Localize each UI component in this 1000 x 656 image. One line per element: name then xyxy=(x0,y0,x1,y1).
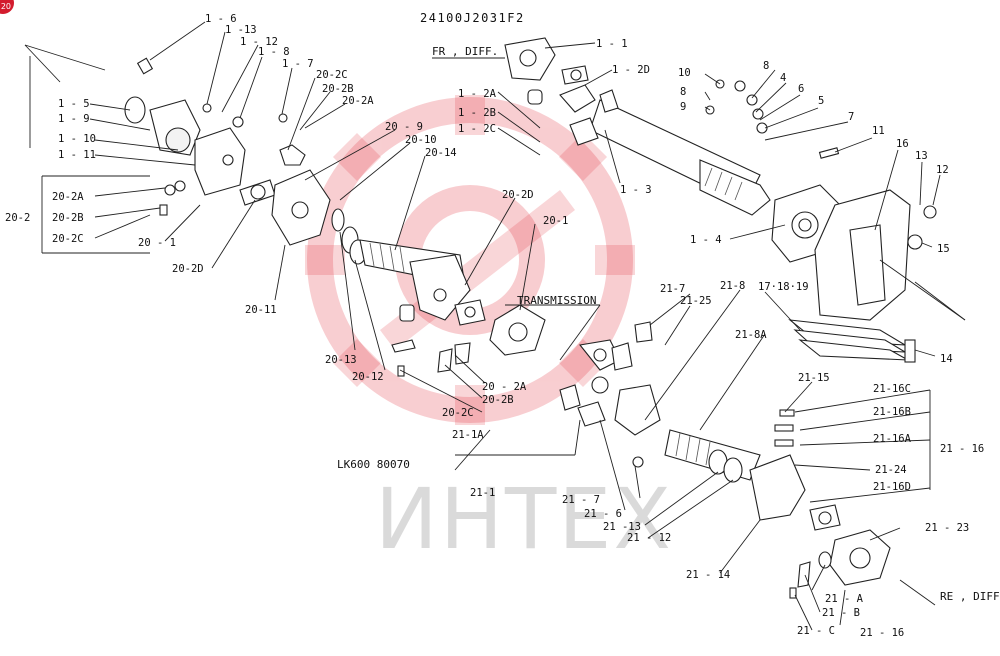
callout-label: 21 - B xyxy=(822,607,860,619)
drawing-number: 24100J2031F2 xyxy=(420,11,525,25)
callout-label: 20-11 xyxy=(245,304,277,316)
cross-spider-left xyxy=(239,179,276,206)
callout-label: 21 - 23 xyxy=(925,522,969,534)
leader-lines xyxy=(24,21,966,631)
callout-label: 13 xyxy=(915,150,928,162)
callout-label: 14 xyxy=(940,353,953,365)
callout-label: 20-10 xyxy=(405,134,437,146)
callout-label: 1 - 2D xyxy=(612,64,650,76)
callout-label: 21-24 xyxy=(875,464,907,476)
callout-label: 20 - 2A xyxy=(482,381,527,393)
callout-label: 1 - 7 xyxy=(282,58,314,70)
front-diff-yoke-1 xyxy=(504,37,596,113)
callout-label: 21 - 16 xyxy=(940,443,984,455)
callout-label: 11 xyxy=(872,125,885,137)
callout-label: 20-2B xyxy=(482,394,514,406)
callout-label: 21 - 7 xyxy=(562,494,600,506)
callout-label: 21 - 14 xyxy=(686,569,730,581)
callout-label: 20-2C xyxy=(442,407,474,419)
callout-label: 7 xyxy=(848,111,854,123)
propeller-shaft-1-3 xyxy=(569,89,771,216)
callout-label: 20-2C xyxy=(316,69,348,81)
callout-label: 12 xyxy=(936,164,949,176)
callout-label: 20-2D xyxy=(172,263,204,275)
callout-label: 5 xyxy=(818,95,824,107)
callout-label: 20-2B xyxy=(52,212,84,224)
callout-label: 1 - 11 xyxy=(58,149,96,161)
callout-label: 20-1 xyxy=(543,215,568,227)
catalog-code: LK600 80070 xyxy=(337,458,410,471)
callout-label: 1 - 6 xyxy=(205,13,237,25)
callout-label: 9 xyxy=(680,101,686,113)
callout-label: 8 xyxy=(680,86,686,98)
callout-label: 1 - 12 xyxy=(240,36,278,48)
callout-label: 21-1A xyxy=(452,429,484,441)
callout-label: 21-16D xyxy=(873,481,911,493)
callout-label: 15 xyxy=(937,243,950,255)
note-transmission: TRANSMISSION xyxy=(517,294,596,307)
callout-label: 1 - 10 xyxy=(58,133,96,145)
callout-label: 21-15 xyxy=(798,372,830,384)
callout-label: 1 - 3 xyxy=(620,184,652,196)
callout-label: 21 - C xyxy=(797,625,835,637)
front-yoke-20 xyxy=(271,144,367,265)
callout-label: 20-14 xyxy=(425,147,457,159)
callout-label: 21-25 xyxy=(680,295,712,307)
rear-shaft-21 xyxy=(559,321,891,599)
note-front-diff: FR , DIFF. xyxy=(432,45,498,58)
propeller-shaft-20 xyxy=(359,239,471,321)
callout-label: 21-1 xyxy=(470,487,495,499)
callout-label: 20-2B xyxy=(322,83,354,95)
callout-label: 1 - 2C xyxy=(458,123,496,135)
callout-label: 21-16C xyxy=(873,383,911,395)
callout-label: 16 xyxy=(896,138,909,150)
callout-label: 21 - 6 xyxy=(584,508,622,520)
callout-label: 21 - A xyxy=(825,593,864,605)
callout-label: 21-8 xyxy=(720,280,745,292)
callout-label: 20-13 xyxy=(325,354,357,366)
callout-label: 8 xyxy=(763,60,769,72)
callout-label: 21 - 16 xyxy=(860,627,904,639)
transmission-flange xyxy=(399,299,546,356)
callout-label: 21-16A xyxy=(873,433,912,445)
callout-label: 10 xyxy=(678,67,691,79)
watermark-text: ИНТЕХ xyxy=(375,470,673,568)
callout-label: 1 - 5 xyxy=(58,98,90,110)
callout-label: 1 - 8 xyxy=(258,46,290,58)
callout-label: 20-2C xyxy=(52,233,84,245)
callout-label: 1 - 2A xyxy=(458,88,497,100)
callout-label: 20-12 xyxy=(352,371,384,383)
front-flange-assembly xyxy=(124,57,288,216)
bracket-16 xyxy=(788,189,937,363)
callout-label: 21-7 xyxy=(660,283,685,295)
callout-label: 21-16B xyxy=(873,406,911,418)
callout-label: 20-2A xyxy=(52,191,84,203)
note-rear-diff: RE , DIFF xyxy=(940,590,1000,603)
callout-label: 20-2D xyxy=(502,189,534,201)
callout-label: 1 - 4 xyxy=(690,234,722,246)
callout-label: 6 xyxy=(798,83,804,95)
callout-label: 21-8A xyxy=(735,329,767,341)
callout-label: 1 -13 xyxy=(225,24,257,36)
callout-label: 21 - 12 xyxy=(627,532,671,544)
callout-label: 4 xyxy=(780,72,786,84)
callout-label: 20 - 9 xyxy=(385,121,423,133)
callout-label: 1 - 1 xyxy=(596,38,628,50)
callout-label: 1 - 2B xyxy=(458,107,496,119)
callout-label: 21 -13 xyxy=(603,521,641,533)
grease-fittings xyxy=(705,79,840,159)
corner-badge: 20 xyxy=(0,0,14,14)
callout-label: 20-2 xyxy=(5,212,30,224)
callout-label: 1 - 9 xyxy=(58,113,90,125)
callout-label: 20-2A xyxy=(342,95,374,107)
callout-label: 20 - 1 xyxy=(138,237,176,249)
callout-label: 17·18·19 xyxy=(758,281,809,293)
